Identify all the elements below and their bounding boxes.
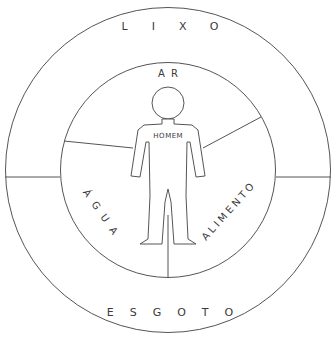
inner-circle: AR ÁGUA ALIMENTO HOMEM: [60, 62, 276, 278]
outer-ring: LIXO ESGOTO AR ÁGUA ALIMENTO HOMEM: [5, 7, 331, 333]
sector-divider: [64, 141, 133, 148]
sector-label: ÁGUA: [76, 181, 124, 243]
sector-label: ESGOTO: [91, 307, 250, 318]
figure-label: HOMEM: [153, 133, 183, 140]
circle-outline: [6, 8, 331, 333]
ring-divider: [276, 177, 331, 178]
ring-divider: [5, 177, 60, 178]
figure-body: [131, 119, 205, 244]
sector-divider: [203, 117, 261, 148]
sector-label: LIXO: [98, 21, 243, 32]
figure-head: [152, 87, 184, 119]
human-figure: HOMEM: [128, 84, 208, 249]
sector-label: AR: [152, 69, 184, 79]
circle-outline: [61, 63, 276, 278]
sector-label: ALIMENTO: [198, 179, 258, 244]
sector-divider: [168, 215, 169, 278]
human-figure-outline: [128, 84, 208, 249]
